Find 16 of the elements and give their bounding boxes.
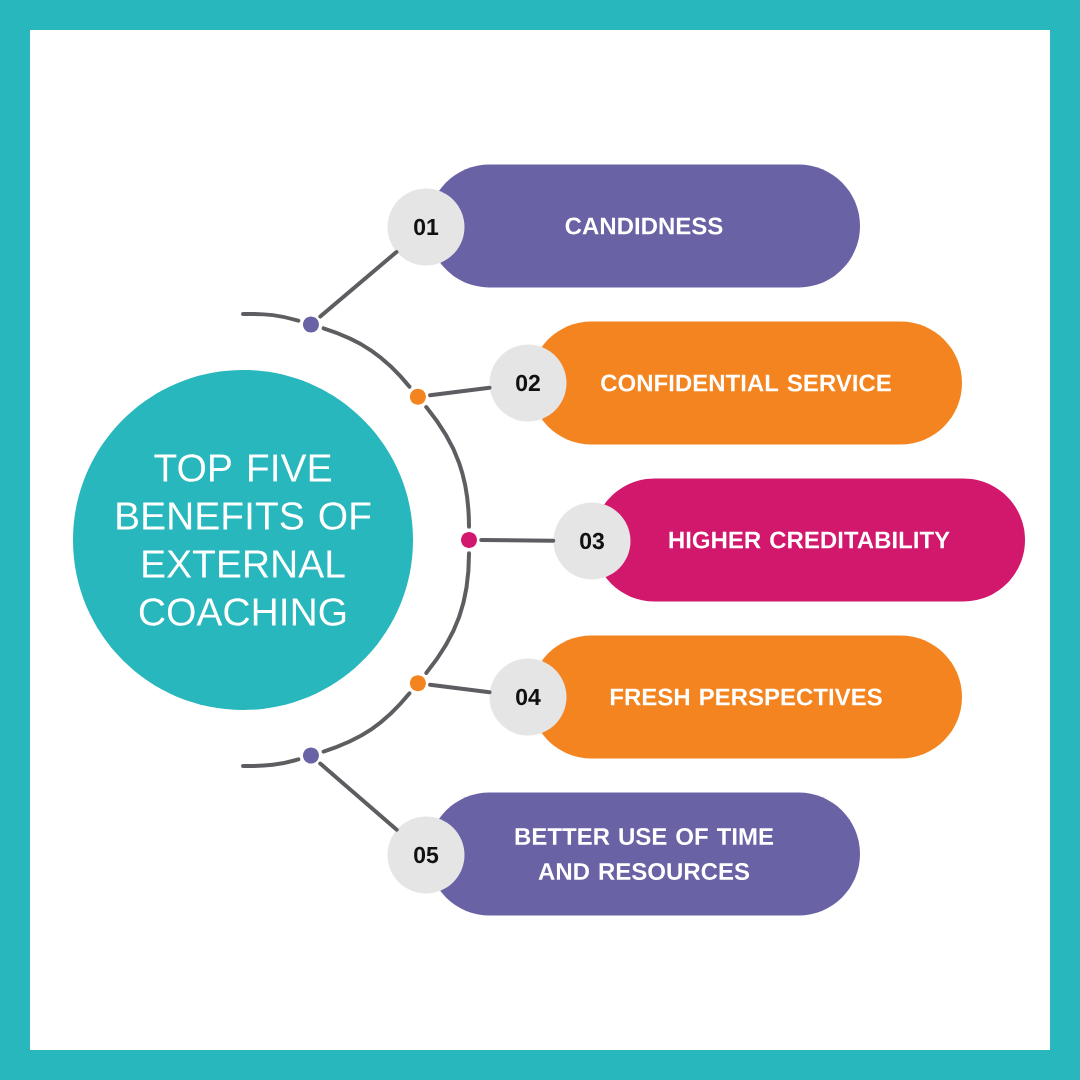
dot <box>302 747 319 764</box>
arc-line <box>241 311 301 323</box>
dot <box>409 388 426 405</box>
connector-line <box>428 682 492 695</box>
dot <box>461 532 477 548</box>
arc-line <box>241 757 301 769</box>
connector-line <box>479 538 556 543</box>
connector-line <box>318 250 399 319</box>
arc-line <box>424 551 471 675</box>
dot <box>409 675 426 692</box>
connector-line <box>318 761 399 832</box>
dot <box>302 316 319 333</box>
arc-line <box>321 326 412 389</box>
connector-line <box>428 385 492 398</box>
arc-line <box>321 691 412 754</box>
arc-line <box>424 405 471 529</box>
